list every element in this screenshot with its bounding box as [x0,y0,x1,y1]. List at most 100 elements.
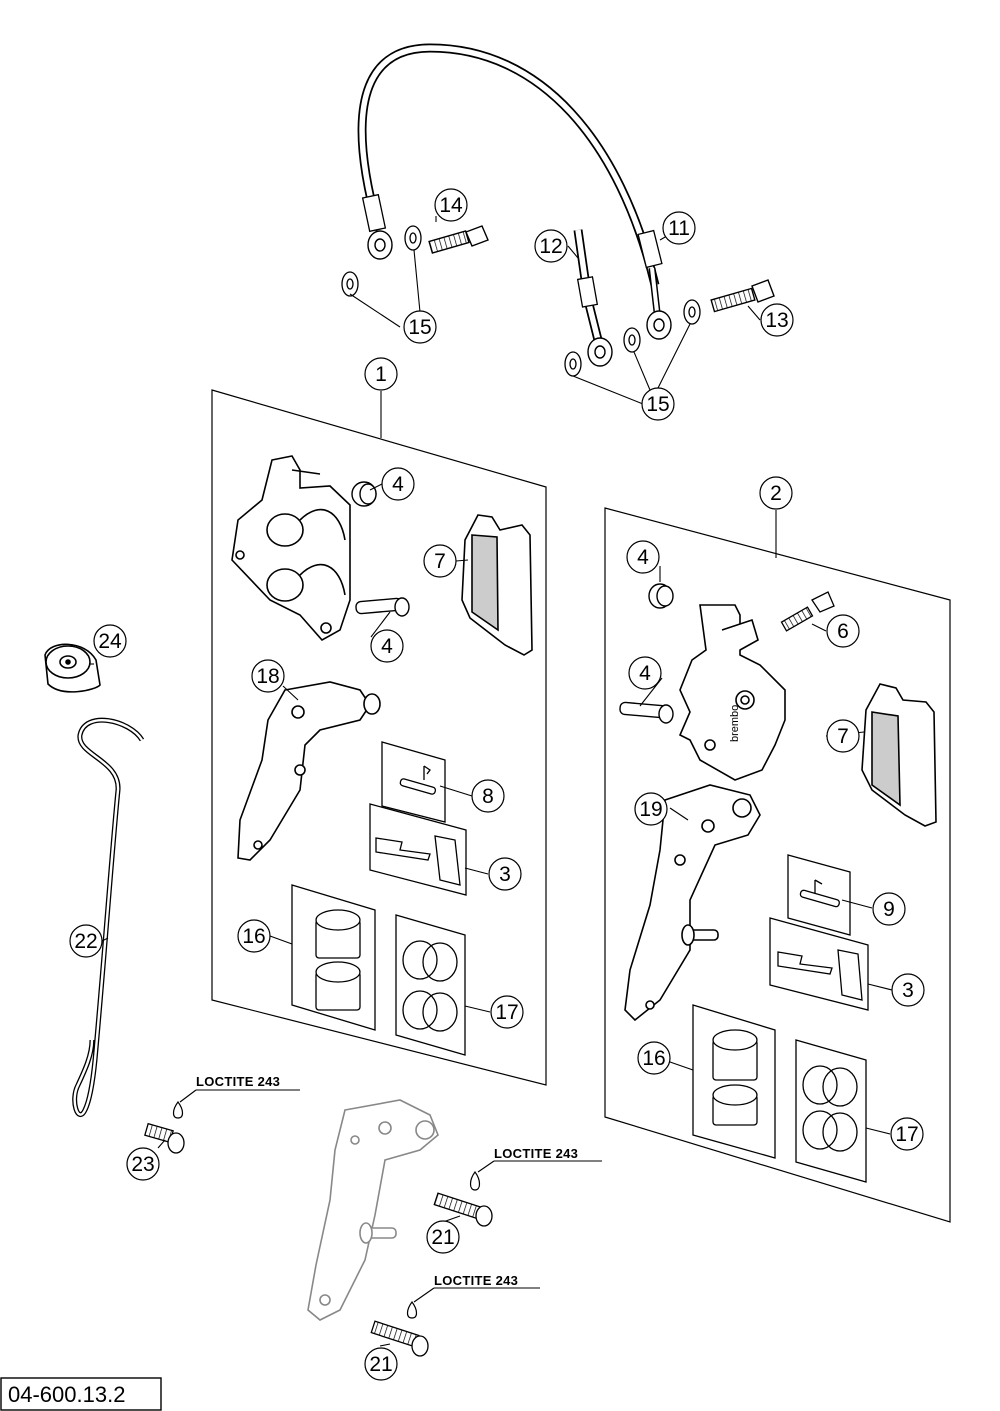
caliper-pin-4b [355,597,410,617]
callout-number: 21 [369,1353,392,1376]
callout-16a: 16 [237,919,271,953]
pad-spring-kit-3b [769,917,869,1011]
callout-number: 3 [499,863,511,886]
callout-number: 18 [256,665,279,688]
callout-23: 23 [126,1147,160,1181]
callout-18: 18 [251,659,285,693]
callout-15b: 15 [641,387,675,421]
seal-kit-17a [395,914,466,1056]
banjo-fittings [367,230,672,367]
callout-19: 19 [634,792,668,826]
loctite-label-c: LOCTITE 243 [434,1273,518,1288]
callout-number: 6 [837,620,849,643]
callout-number: 3 [902,979,914,1002]
callout-number: 15 [646,393,669,416]
piston-kit-16b [692,1004,776,1159]
callout-4a: 4 [381,467,415,501]
screw-21a [433,1192,493,1227]
caliper-bleeder-4c [648,583,674,609]
callout-1: 1 [364,357,398,391]
callout-7b: 7 [826,719,860,753]
banjo-bolt-14 [428,225,489,254]
hose-clip-22 [72,717,145,1118]
bleed-valve-6 [780,591,835,632]
callout-number: 4 [639,662,651,685]
banjo-bolt-13 [710,279,775,313]
kit-panel-1 [211,389,547,1086]
caliper-support-18 [237,681,381,861]
callout-16b: 16 [637,1041,671,1075]
piston-kit-16a [291,884,376,1031]
callout-number: 24 [98,630,122,653]
pad-spring-kit-3a [369,803,467,896]
callout-6: 6 [826,614,860,648]
screw-23 [144,1122,185,1154]
loctite-drop-b [469,1170,481,1191]
callout-22: 22 [69,924,103,958]
callout-14: 14 [434,188,468,222]
callout-number: 21 [431,1226,454,1249]
loctite-drop-a [172,1100,184,1119]
svg-text:brembo: brembo [729,705,741,742]
callout-number: 7 [434,550,446,573]
callout-number: 15 [408,316,431,339]
callout-21a: 21 [426,1220,460,1254]
brake-caliper-left [231,455,351,642]
callout-number: 22 [74,930,97,953]
callout-number: 17 [495,1001,518,1024]
callout-11: 11 [662,211,696,245]
pad-pin-kit-9 [787,854,851,936]
loctite-drop-c [406,1300,418,1319]
callout-9: 9 [872,892,906,926]
callout-number: 19 [639,798,662,821]
callout-number: 23 [131,1153,154,1176]
document-code: 04-600.13.2 [8,1382,125,1407]
callout-number: 1 [375,363,387,386]
grommet-24 [44,643,101,693]
loctite-label-b: LOCTITE 243 [494,1146,578,1161]
callout-number: 8 [482,785,494,808]
brake-pad-right [861,683,937,827]
brake-hose-12 [573,229,603,342]
caliper-pin-4d [619,701,674,724]
callout-number: 4 [392,473,404,496]
callout-number: 16 [642,1047,665,1070]
seal-kit-17b [795,1039,867,1183]
caliper-bleeder-4a [351,481,377,507]
callout-number: 7 [837,725,849,748]
callout-15a: 15 [403,310,437,344]
brake-pad-left [461,514,533,656]
screw-21b [370,1320,429,1357]
callout-7a: 7 [423,544,457,578]
callout-21b: 21 [364,1347,398,1381]
callout-number: 16 [242,925,265,948]
callout-number: 13 [765,309,788,332]
callout-12: 12 [534,229,568,263]
callout-13: 13 [760,303,794,337]
copper-washers [341,225,701,377]
callout-24: 24 [93,624,127,658]
callout-number: 12 [539,235,562,258]
callout-17b: 17 [890,1117,924,1151]
brake-hose-11 [357,43,663,313]
caliper-support-ghost [307,1099,439,1321]
callout-4c: 4 [626,540,660,574]
callout-8: 8 [471,779,505,813]
callout-number: 11 [668,217,690,240]
callout-number: 17 [895,1123,918,1146]
brake-caliper-right: brembo [678,604,786,781]
callout-number: 4 [381,635,393,658]
callout-17a: 17 [490,995,524,1029]
callout-number: 2 [770,482,782,505]
pad-pin-kit-8 [381,741,446,823]
callout-number: 14 [439,194,463,217]
caliper-support-19 [624,784,761,1022]
leader-lines [90,216,893,1347]
callout-number: 4 [637,546,649,569]
loctite-label-a: LOCTITE 243 [196,1074,280,1089]
callout-3b: 3 [891,973,925,1007]
callout-number: 9 [883,898,895,921]
document-code-box: 04-600.13.2 [0,1377,162,1411]
callout-3a: 3 [488,857,522,891]
